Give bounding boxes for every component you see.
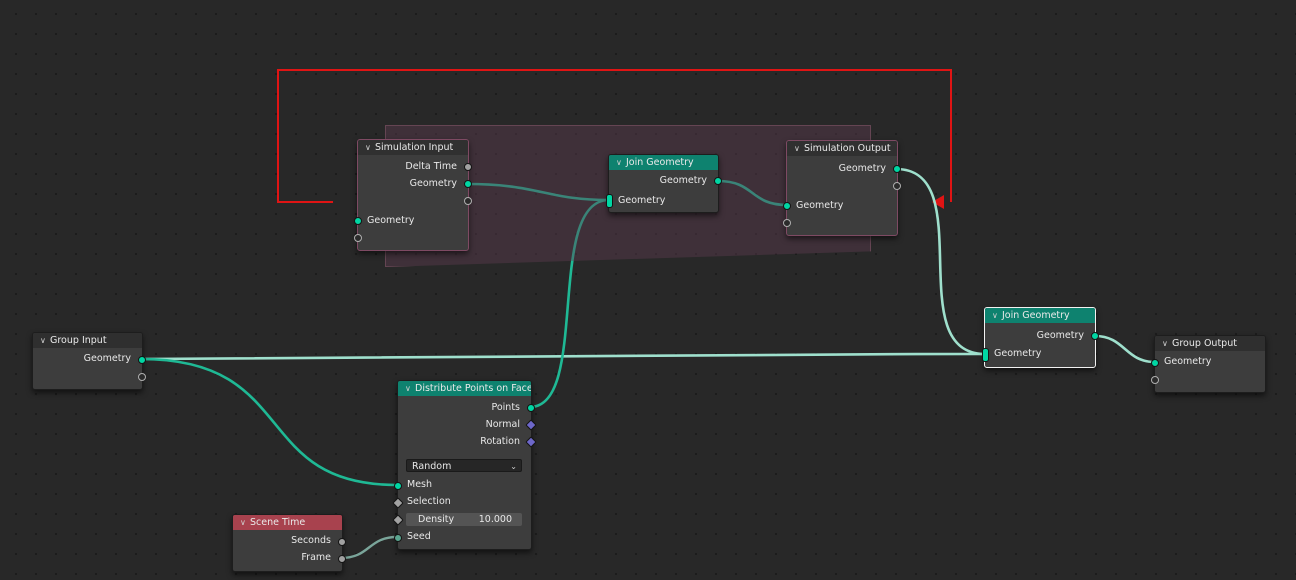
group-input-node[interactable]: ∨ Group Input Geometry [32,332,146,390]
geometry-input-socket[interactable] [783,202,791,210]
frame-output-socket[interactable] [338,555,346,563]
density-field[interactable]: Density 10.000 [406,513,522,526]
input-label: Mesh [407,479,433,490]
link-join1-simoutput [717,179,788,207]
link-simoutput-join2 [895,167,986,356]
virtual-input-socket[interactable] [354,234,362,242]
chevron-down-icon[interactable]: ∨ [405,384,411,393]
loop-arrow-line [277,69,952,203]
seconds-output-socket[interactable] [338,538,346,546]
output-label: Rotation [480,436,520,447]
node-header[interactable]: ∨ Group Output [1155,336,1265,351]
scene-time-node[interactable]: ∨ Scene Time Seconds Frame [232,514,346,572]
node-title: Scene Time [250,517,306,528]
simulation-input-node[interactable]: ∨ Simulation Input Delta Time Geometry Ge… [354,139,472,251]
join-geometry-node[interactable]: ∨ Join Geometry Geometry Geometry [606,154,722,213]
output-label: Geometry [1036,330,1084,341]
node-title: Simulation Input [375,142,454,153]
geometry-output-socket[interactable] [714,177,722,185]
output-label: Geometry [838,163,886,174]
output-label: Geometry [83,353,131,364]
node-title: Group Input [50,335,107,346]
chevron-down-icon[interactable]: ∨ [794,144,800,153]
input-label: Selection [407,496,451,507]
node-title: Distribute Points on Faces [415,383,531,394]
chevron-down-icon[interactable]: ∨ [40,336,46,345]
node-title: Join Geometry [626,157,694,168]
chevron-down-icon[interactable]: ∨ [616,158,622,167]
link-points-join1 [529,198,610,409]
output-label: Points [491,402,520,413]
output-label: Geometry [659,175,707,186]
node-header[interactable]: ∨ Group Input [33,333,142,348]
input-label: Geometry [1164,356,1212,367]
chevron-down-icon: ⌄ [510,462,517,471]
input-label: Geometry [367,215,415,226]
geometry-multi-input-socket[interactable] [606,194,613,208]
simulation-output-node[interactable]: ∨ Simulation Output Geometry Geometry [783,140,901,236]
output-label: Normal [485,419,520,430]
field-value: 10.000 [478,514,512,525]
virtual-output-socket[interactable] [138,373,146,381]
virtual-output-socket[interactable] [464,197,472,205]
chevron-down-icon[interactable]: ∨ [240,518,246,527]
geometry-output-socket[interactable] [893,165,901,173]
link-siminput-join1 [466,182,610,202]
seed-input-socket[interactable] [394,534,402,542]
node-header[interactable]: ∨ Simulation Input [358,140,468,155]
join-geometry-node-selected[interactable]: ∨ Join Geometry Geometry Geometry [982,307,1099,368]
link-groupinput-mesh [140,357,398,487]
distribute-points-node[interactable]: ∨ Distribute Points on Faces Points Norma… [392,380,537,550]
geometry-input-socket[interactable] [1151,359,1159,367]
node-title: Join Geometry [1002,310,1070,321]
distribute-method-dropdown[interactable]: Random ⌄ [406,459,522,472]
virtual-output-socket[interactable] [893,182,901,190]
virtual-input-socket[interactable] [783,219,791,227]
node-title: Simulation Output [804,143,891,154]
input-label: Geometry [618,195,666,206]
geometry-output-socket[interactable] [464,180,472,188]
node-title: Group Output [1172,338,1237,349]
geometry-input-socket[interactable] [354,217,362,225]
geometry-output-socket[interactable] [1091,332,1099,340]
chevron-down-icon[interactable]: ∨ [1162,339,1168,348]
dropdown-value: Random [412,461,452,472]
node-header[interactable]: ∨ Join Geometry [609,155,718,170]
node-header[interactable]: ∨ Distribute Points on Faces [398,381,531,396]
link-join2-groupoutput [1094,334,1156,364]
node-header[interactable]: ∨ Simulation Output [787,141,897,156]
chevron-down-icon[interactable]: ∨ [365,143,371,152]
field-label: Density [418,514,455,525]
output-label: Frame [301,552,331,563]
geometry-multi-input-socket[interactable] [982,348,989,362]
input-label: Geometry [994,348,1042,359]
link-frame-seed [340,535,398,560]
loop-arrow-head [932,195,944,209]
input-label: Seed [407,531,431,542]
output-label: Seconds [291,535,331,546]
group-output-node[interactable]: ∨ Group Output Geometry [1151,335,1266,393]
input-label: Geometry [796,200,844,211]
node-header[interactable]: ∨ Scene Time [233,515,342,530]
output-label: Delta Time [405,161,457,172]
delta-time-socket[interactable] [464,163,472,171]
chevron-down-icon[interactable]: ∨ [992,311,998,320]
node-header[interactable]: ∨ Join Geometry [985,308,1095,323]
link-groupinput-join2 [140,352,986,361]
virtual-input-socket[interactable] [1151,376,1159,384]
output-label: Geometry [409,178,457,189]
points-output-socket[interactable] [527,404,535,412]
geometry-output-socket[interactable] [138,356,146,364]
mesh-input-socket[interactable] [394,482,402,490]
